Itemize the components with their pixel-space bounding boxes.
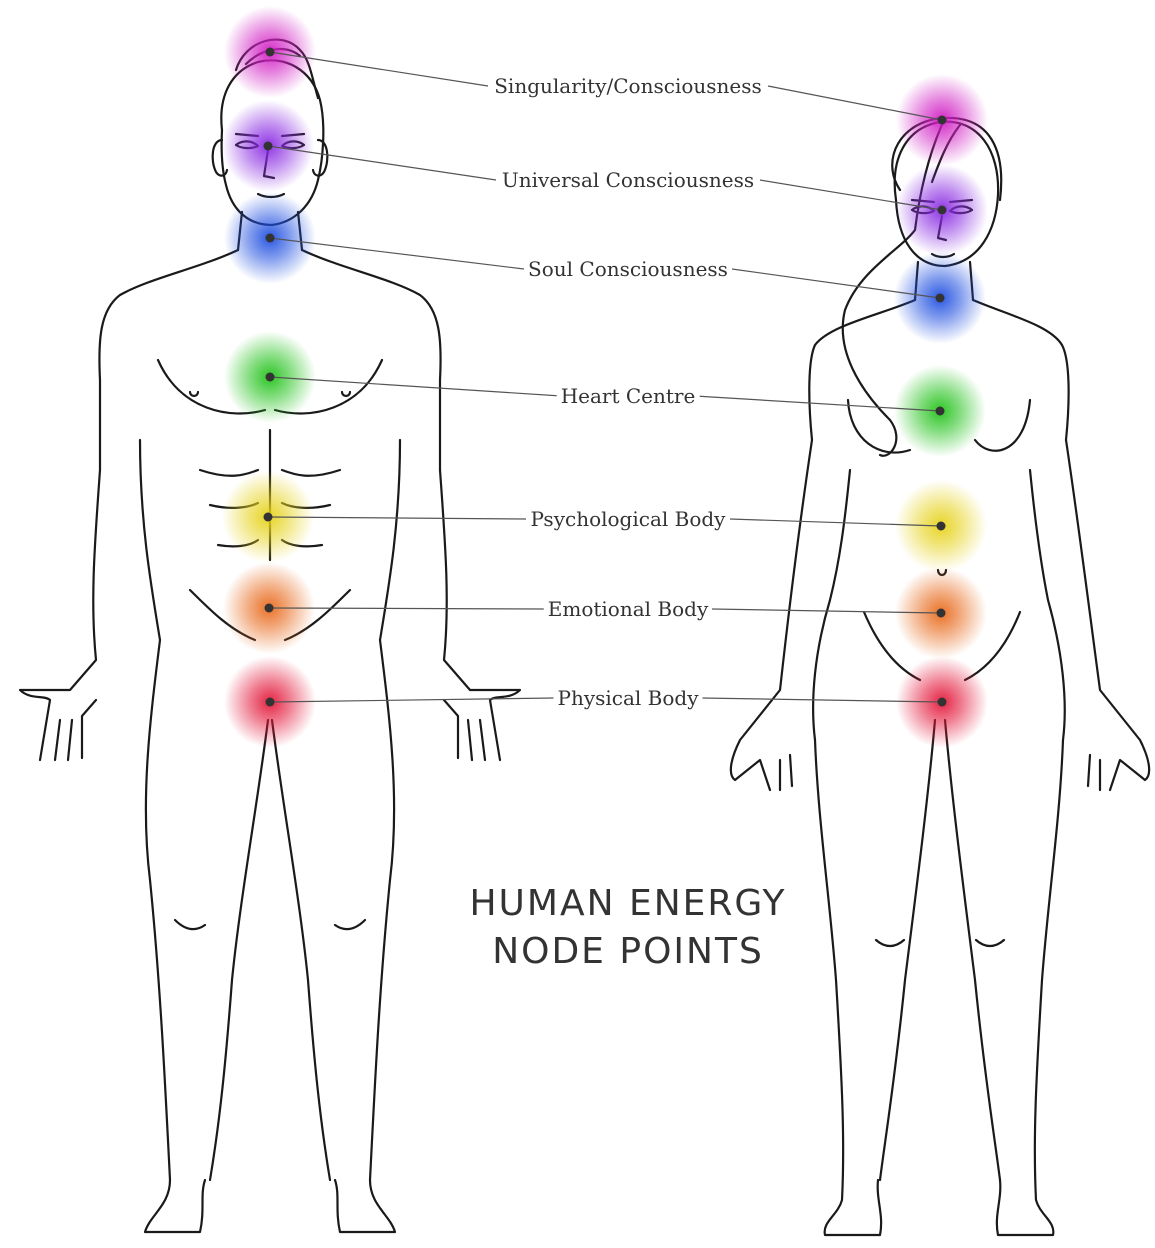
male-node-dot-5 xyxy=(264,513,273,522)
diagram-title: HUMAN ENERGY NODE POINTS xyxy=(368,880,888,976)
male-node-dot-2 xyxy=(264,142,273,151)
title-line-1: HUMAN ENERGY xyxy=(368,880,888,928)
female-node-dot-6 xyxy=(937,609,946,618)
node-label-1: Singularity/Consciousness xyxy=(490,74,766,98)
male-node-dot-1 xyxy=(266,48,275,57)
node-label-4: Heart Centre xyxy=(557,384,700,408)
node-label-6: Emotional Body xyxy=(544,597,712,621)
node-label-2: Universal Consciousness xyxy=(498,168,758,192)
female-node-dot-2 xyxy=(938,206,947,215)
female-node-dot-7 xyxy=(938,698,947,707)
title-line-2: NODE POINTS xyxy=(368,928,888,976)
node-label-7: Physical Body xyxy=(553,686,702,710)
node-label-5: Psychological Body xyxy=(527,507,730,531)
female-node-dot-4 xyxy=(936,407,945,416)
female-node-dot-3 xyxy=(936,294,945,303)
energy-node-glows xyxy=(222,6,988,748)
female-node-dot-5 xyxy=(937,522,946,531)
male-node-dot-3 xyxy=(266,234,275,243)
node-label-3: Soul Consciousness xyxy=(524,257,732,281)
female-node-dot-1 xyxy=(938,116,947,125)
male-node-dot-6 xyxy=(265,604,274,613)
male-node-dot-4 xyxy=(266,373,275,382)
male-node-dot-7 xyxy=(266,698,275,707)
